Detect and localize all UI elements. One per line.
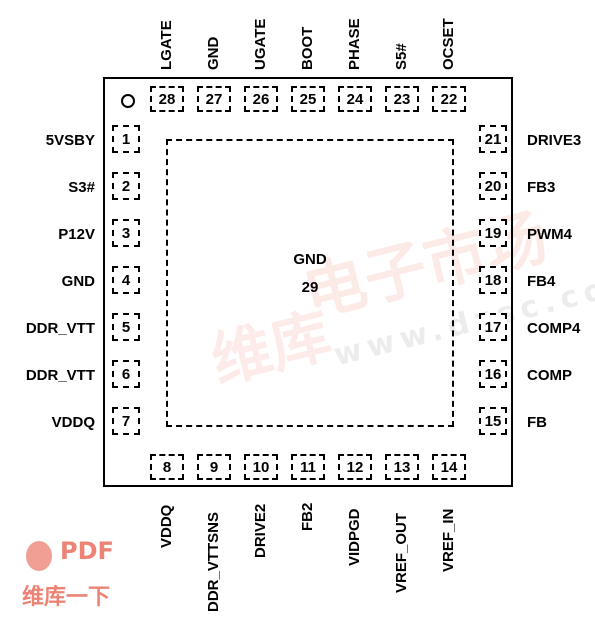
pin-26-label: UGATE [252, 18, 269, 70]
pin-18-label: FB4 [527, 273, 556, 290]
pin-2-label: S3# [68, 179, 95, 196]
pin-27-pad: 27 [197, 86, 231, 112]
pin-16-pad: 16 [479, 360, 507, 388]
pin-24-pad: 24 [338, 86, 372, 112]
pin-15-pad: 15 [479, 407, 507, 435]
pin-3-label: P12V [58, 226, 95, 243]
pin-6-pad: 6 [112, 360, 140, 388]
pin-14-label: VREF_IN [440, 508, 457, 572]
pin-20-label: FB3 [527, 179, 556, 196]
pin-25-pad: 25 [291, 86, 325, 112]
pin-1-label: 5VSBY [45, 132, 95, 149]
pin-23-pad: 23 [385, 86, 419, 112]
exposed-pad-number: 29 [301, 279, 319, 296]
pdf-logo-text: PDF [60, 537, 114, 565]
pin-20-pad: 20 [479, 172, 507, 200]
pin-8-pad: 8 [150, 454, 184, 480]
pin-10-label: DRIVE2 [252, 503, 269, 558]
pin-12-pad: 12 [338, 454, 372, 480]
pin-28-label: LGATE [158, 20, 175, 70]
pin-21-label: DRIVE3 [527, 132, 582, 149]
pin-7-pad: 7 [112, 407, 140, 435]
pin-15-label: FB [527, 414, 547, 431]
pin-3-pad: 3 [112, 219, 140, 247]
pin-9-pad: 9 [197, 454, 231, 480]
pdf-logo-sub: 维库一下 [22, 585, 111, 610]
pin-2-pad: 2 [112, 172, 140, 200]
pin-25-label: BOOT [299, 26, 316, 70]
pin-6-label: DDR_VTT [25, 367, 95, 384]
pin-27-label: GND [205, 36, 222, 70]
ic-package-outline [103, 77, 513, 487]
pin-10-pad: 10 [244, 454, 278, 480]
pin-5-pad: 5 [112, 313, 140, 341]
pin-9-label: DDR_VTTSNS [205, 511, 222, 612]
pin-8-label: VDDQ [158, 504, 175, 548]
pin-28-pad: 28 [150, 86, 184, 112]
pin-23-label: S5# [393, 43, 410, 70]
pin-7-label: VDDQ [51, 414, 95, 431]
pin-21-pad: 21 [479, 125, 507, 153]
pin-5-label: DDR_VTT [25, 320, 95, 337]
pin-19-pad: 19 [479, 219, 507, 247]
pin-11-pad: 11 [291, 454, 325, 480]
pin-4-pad: 4 [112, 266, 140, 294]
pin-24-label: PHASE [346, 18, 363, 70]
pin-1-pad: 1 [112, 125, 140, 153]
pin-14-pad: 14 [432, 454, 466, 480]
pin-11-label: FB2 [299, 502, 316, 531]
pin1-indicator-circle [121, 94, 135, 108]
exposed-pad: GND 29 [166, 139, 454, 427]
pin-16-label: COMP [527, 367, 572, 384]
pin-26-pad: 26 [244, 86, 278, 112]
pdf-logo: PDF 维库一下 [0, 535, 140, 617]
pin-12-label: VIDPGD [346, 508, 363, 566]
pin-17-label: COMP4 [527, 320, 581, 337]
pin-18-pad: 18 [479, 266, 507, 294]
pin-4-label: GND [61, 273, 95, 290]
pin-19-label: PWM4 [527, 226, 572, 243]
pin-13-pad: 13 [385, 454, 419, 480]
pin-22-label: OCSET [440, 18, 457, 70]
pin-22-pad: 22 [432, 86, 466, 112]
exposed-pad-name: GND [293, 251, 327, 268]
pin-17-pad: 17 [479, 313, 507, 341]
pdf-logo-icon [26, 541, 52, 571]
pin-13-label: VREF_OUT [393, 512, 410, 593]
